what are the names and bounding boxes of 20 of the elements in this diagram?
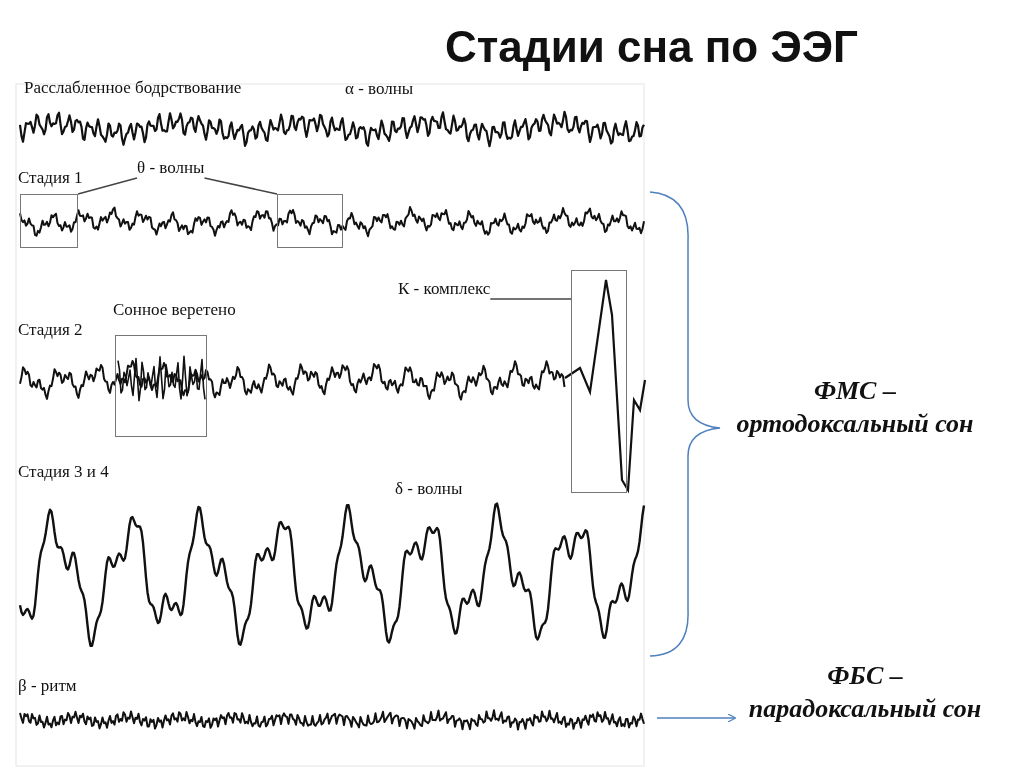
trace-label: Стадия 1 [18,168,83,188]
trace-label: α - волны [345,79,414,99]
highlight-box [571,270,627,493]
trace-label: δ - волны [395,479,463,499]
leader-line [203,177,278,195]
highlight-box [277,194,343,248]
stage-caption: ФБС – парадоксальный сон [735,660,995,725]
highlight-box [20,194,78,248]
trace-label: β - ритм [18,676,77,696]
callout-text: θ - волны [137,158,205,178]
trace-label: Стадия 2 [18,320,83,340]
stage-caption: ФМС – ортодоксальный сон [735,375,975,440]
trace-label: Стадия 3 и 4 [18,462,109,482]
title: Стадии сна по ЭЭГ [445,22,858,72]
arrow [656,713,737,723]
leader-line [77,177,138,195]
trace-label: Расслабленное бодрствование [24,78,242,98]
box-caption: Сонное веретено [113,300,236,320]
callout-text: К - комплекс [398,279,491,299]
leader-line [489,298,572,300]
